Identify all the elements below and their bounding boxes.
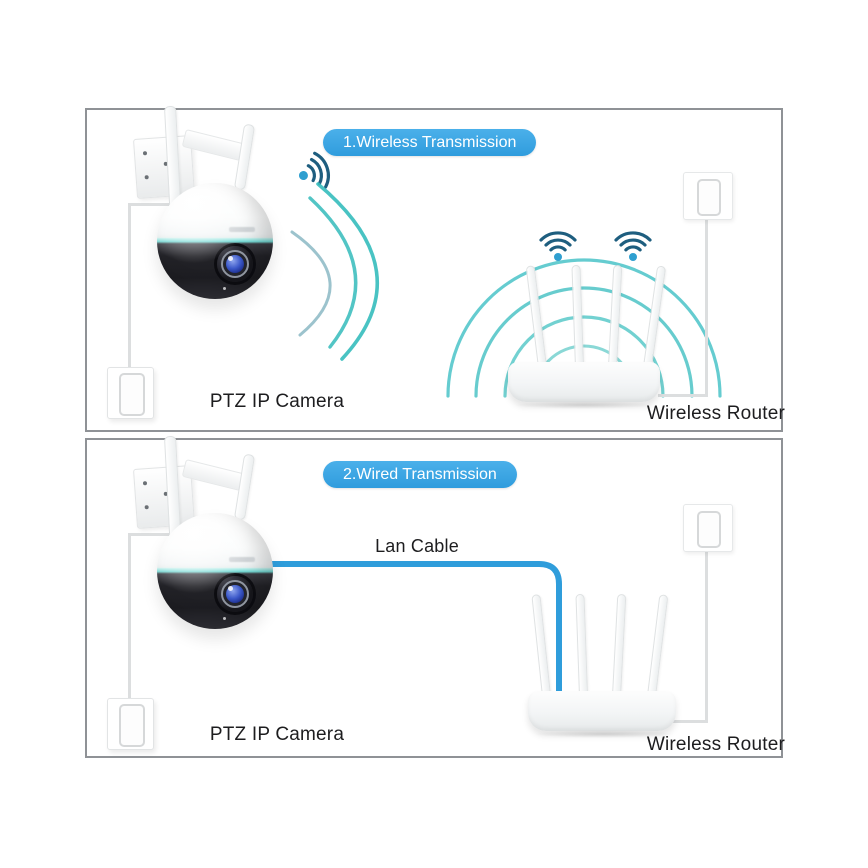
lens-glint	[228, 586, 233, 591]
lens-sparkle	[223, 287, 226, 290]
camera-power-cable	[128, 533, 131, 698]
screw-icon	[144, 175, 149, 180]
lan-cable	[271, 561, 562, 692]
panel-wireless-transmission: 1.Wireless Transmission PTZ IP Camera Wi…	[85, 105, 785, 432]
router-wifi-icon-right	[614, 231, 652, 261]
router-power-cable	[705, 550, 708, 722]
router-label: Wireless Router	[646, 734, 785, 755]
wall-outlet	[683, 504, 733, 552]
wall-outlet	[107, 698, 154, 750]
section-badge: 2.Wired Transmission	[323, 461, 517, 488]
wireless-router	[508, 362, 660, 409]
camera-signal-waves-icon	[290, 182, 380, 361]
camera-wifi-signal-icon	[298, 151, 330, 189]
lens-sparkle	[223, 617, 226, 620]
panel-wired-transmission: 2.Wired Transmission Lan Cable PTZ IP Ca…	[85, 435, 785, 758]
screw-icon	[144, 505, 149, 510]
camera-label: PTZ IP Camera	[209, 724, 345, 745]
outlet-slot	[697, 179, 721, 216]
router-antenna	[643, 265, 667, 368]
lens-iris	[226, 585, 244, 603]
router-antenna	[612, 593, 627, 697]
router-antenna	[571, 264, 584, 368]
outlet-slot	[119, 373, 145, 416]
wall-outlet	[107, 367, 154, 419]
camera-power-cable	[128, 203, 131, 368]
ptz-camera-dome	[157, 513, 273, 629]
router-wifi-icon-left	[539, 231, 577, 261]
router-power-cable	[705, 218, 708, 396]
router-antenna	[525, 265, 547, 368]
ptz-camera-dome	[157, 183, 273, 299]
screw-icon	[142, 151, 148, 156]
router-antenna	[647, 594, 669, 697]
camera-lens	[217, 246, 253, 282]
wall-outlet	[683, 172, 733, 220]
lens-iris	[226, 255, 244, 273]
outlet-slot	[697, 511, 721, 548]
camera-logo	[229, 557, 255, 562]
router-label: Wireless Router	[646, 403, 785, 424]
router-power-cable	[672, 720, 708, 723]
router-power-cable	[658, 394, 708, 397]
router-antenna	[608, 264, 623, 368]
lens-ring	[221, 250, 249, 278]
camera-power-cable	[128, 533, 169, 536]
screw-icon	[142, 481, 148, 486]
outlet-slot	[119, 704, 145, 747]
lens-glint	[228, 256, 233, 261]
camera-label: PTZ IP Camera	[209, 391, 345, 412]
lens-ring	[221, 580, 249, 608]
camera-power-cable	[128, 203, 169, 206]
router-antenna	[575, 593, 588, 697]
camera-logo	[229, 227, 255, 232]
wireless-router	[528, 691, 676, 738]
camera-lens	[217, 576, 253, 612]
section-badge: 1.Wireless Transmission	[323, 129, 537, 156]
lan-cable-label: Lan Cable	[375, 536, 459, 556]
router-antenna	[531, 594, 551, 697]
